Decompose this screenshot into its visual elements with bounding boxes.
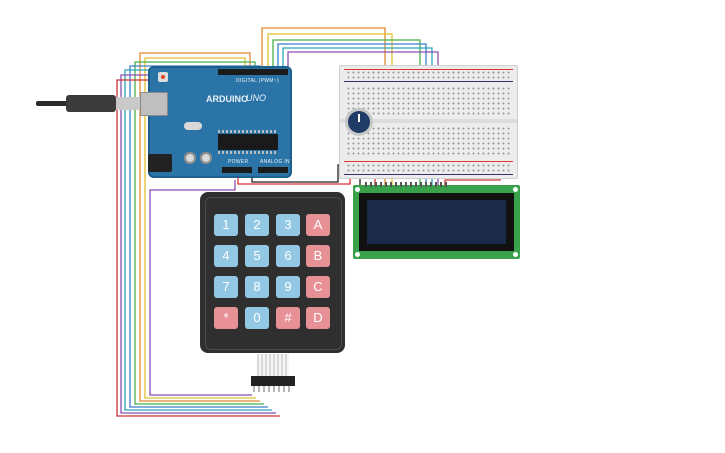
connector-body — [251, 376, 295, 386]
usb-plug-body — [66, 95, 116, 112]
mount-hole-tr — [513, 187, 518, 192]
rail-red-top — [344, 69, 513, 70]
terminal-strip-bottom — [346, 126, 511, 156]
key-9[interactable]: 9 — [276, 276, 300, 298]
keypad-bezel — [205, 197, 342, 350]
digital-header[interactable] — [218, 69, 288, 75]
key-B[interactable]: B — [306, 245, 330, 267]
arduino-logo: ARDUINO — [206, 94, 248, 104]
crystal-oscillator — [184, 122, 202, 130]
rail-red-bottom — [344, 161, 513, 162]
capacitor-1 — [184, 152, 196, 164]
wire-keypad-2 — [144, 57, 256, 399]
key-2[interactable]: 2 — [245, 214, 269, 236]
mount-hole-tl — [355, 187, 360, 192]
key-A[interactable]: A — [306, 214, 330, 236]
key-C[interactable]: C — [306, 276, 330, 298]
key-5[interactable]: 5 — [245, 245, 269, 267]
mount-hole-br — [513, 252, 518, 257]
keypad-ribbon — [257, 354, 289, 376]
key-8[interactable]: 8 — [245, 276, 269, 298]
analog-header[interactable] — [258, 167, 288, 173]
lcd-display[interactable] — [353, 182, 520, 259]
wire-keypad-1 — [149, 180, 252, 396]
key-4[interactable]: 4 — [214, 245, 238, 267]
reset-button[interactable] — [158, 72, 168, 82]
wire-keypad-3 — [139, 52, 260, 402]
mount-hole-bl — [355, 252, 360, 257]
power-header[interactable] — [222, 167, 252, 173]
power-label: POWER — [228, 159, 249, 165]
power-rail-top — [346, 70, 511, 80]
rail-blue-top — [344, 81, 513, 82]
key-0[interactable]: 0 — [245, 307, 269, 329]
keypad-connector[interactable] — [251, 354, 295, 394]
key-D[interactable]: D — [306, 307, 330, 329]
keypad-4x4[interactable]: 1 2 3 A 4 5 6 B 7 8 9 C * 0 # D — [200, 192, 345, 353]
key-1[interactable]: 1 — [214, 214, 238, 236]
digital-label: DIGITAL (PWM~) — [236, 78, 279, 84]
usb-port — [140, 92, 168, 116]
key-6[interactable]: 6 — [276, 245, 300, 267]
lcd-pin-header[interactable] — [365, 182, 447, 187]
wire-keypad-4 — [134, 61, 264, 405]
rail-blue-bottom — [344, 174, 513, 175]
analog-label: ANALOG IN — [260, 159, 290, 165]
key-star[interactable]: * — [214, 307, 238, 329]
power-jack — [148, 154, 172, 172]
capacitor-2 — [200, 152, 212, 164]
potentiometer-icon[interactable] — [348, 111, 370, 133]
key-3[interactable]: 3 — [276, 214, 300, 236]
key-7[interactable]: 7 — [214, 276, 238, 298]
usb-cord — [36, 101, 70, 106]
lcd-screen — [367, 200, 506, 244]
breadboard[interactable] — [339, 65, 518, 179]
center-gap — [340, 119, 517, 123]
microcontroller-chip — [218, 130, 278, 154]
arduino-uno-board[interactable]: DIGITAL (PWM~) ARDUINO UNO POWER ANALOG … — [140, 66, 292, 178]
connector-pins[interactable] — [253, 386, 293, 392]
board-model: UNO — [246, 93, 266, 103]
terminal-strip-top — [346, 86, 511, 116]
key-hash[interactable]: # — [276, 307, 300, 329]
power-rail-bottom — [346, 163, 511, 173]
usb-cable-icon[interactable] — [36, 92, 156, 114]
